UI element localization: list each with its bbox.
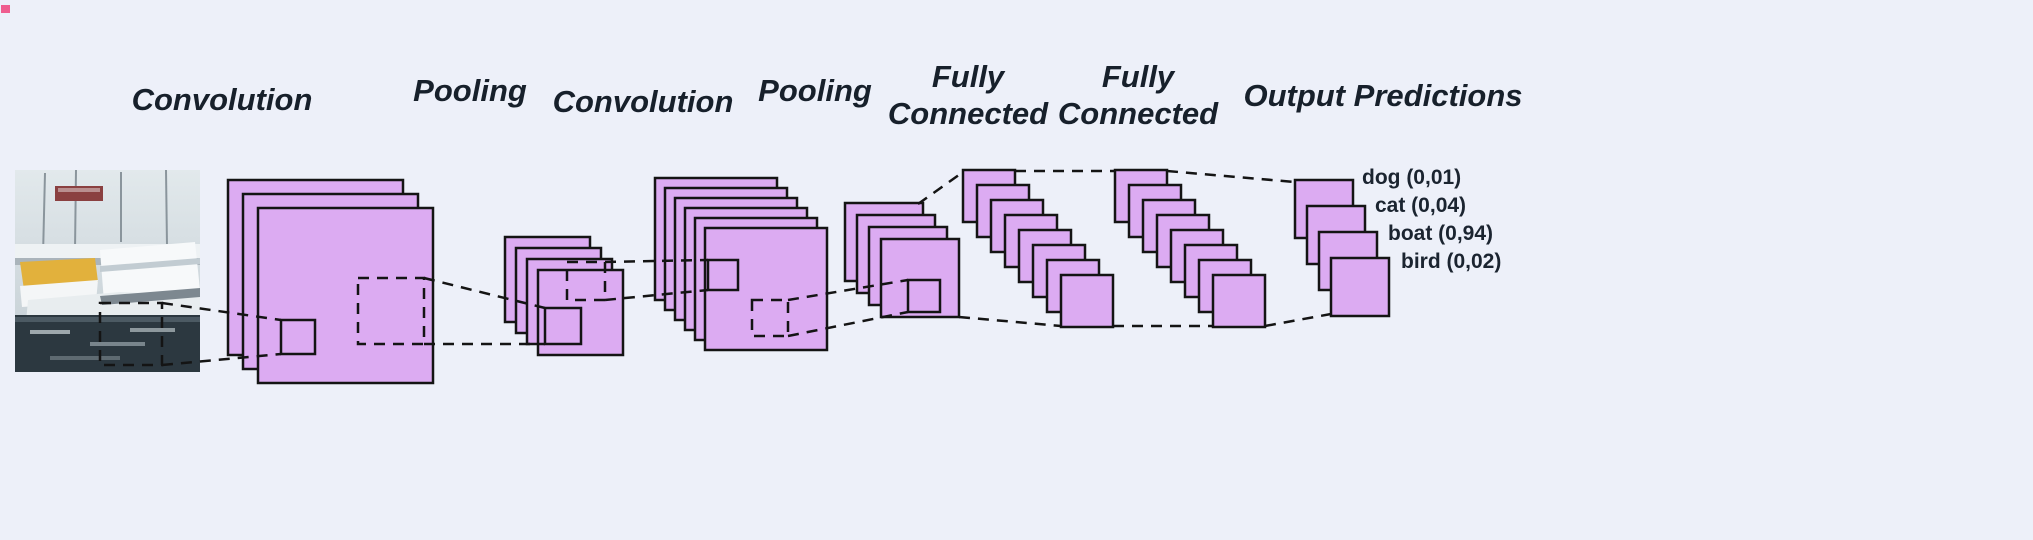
connection-line-pool2-fc1-bottom <box>958 315 1062 328</box>
photo-boat-trim <box>100 258 200 272</box>
stage-label-pooling-2: Pooling <box>758 73 872 108</box>
connection-line-conv2-pool2-bottom <box>787 310 909 338</box>
stage-label-fc1-line1: Fully <box>932 59 1006 94</box>
stage-label-fc2-line1: Fully <box>1102 59 1176 94</box>
photo-reflection <box>90 342 145 346</box>
output-node-bird <box>1329 256 1391 318</box>
input-image-photo <box>15 170 200 372</box>
kernel-window <box>279 318 317 356</box>
stage-label-fc1-line2: Connected <box>888 96 1049 131</box>
corner-artifact <box>1 5 10 13</box>
feature-map-layer <box>256 206 435 385</box>
prediction-label-dog: dog (0,01) <box>1362 166 1461 189</box>
feature-map-layer <box>879 237 961 319</box>
receptive-field-patch <box>356 276 426 346</box>
prediction-label-bird: bird (0,02) <box>1401 250 1501 273</box>
connection-line-conv1-pool1-top <box>423 276 546 310</box>
photo-mast <box>74 170 77 251</box>
stage-label-convolution-1: Convolution <box>132 82 313 117</box>
kernel-window <box>706 258 740 292</box>
connection-line-pool1-conv2-top <box>604 258 709 264</box>
stage-label-pooling-1: Pooling <box>413 73 527 108</box>
connection-line-pool1-conv2-bottom <box>604 288 709 302</box>
connection-lines <box>161 169 1332 367</box>
photo-waterline <box>15 317 200 322</box>
kernel-window <box>543 306 583 346</box>
connection-line-conv2-pool2-top <box>787 278 909 302</box>
fc1-stack <box>961 168 1115 329</box>
photo-awning-stripe <box>58 188 100 192</box>
photo-mast <box>42 172 46 257</box>
stage-label-fc2-line2: Connected <box>1058 96 1219 131</box>
stage-label-output-predictions: Output Predictions <box>1244 78 1523 113</box>
connection-line-fc2-output-bottom <box>1264 312 1332 328</box>
connection-line-fc2-output-top <box>1166 169 1296 184</box>
input-receptive-field-patch <box>98 301 164 367</box>
prediction-label-cat: cat (0,04) <box>1375 194 1466 217</box>
conv1-stack <box>226 178 435 385</box>
photo-reflection <box>30 330 70 334</box>
connection-line-input-conv1-top <box>161 301 282 322</box>
pool1-stack <box>503 235 625 357</box>
pool2-stack <box>843 201 961 319</box>
output-stack <box>1293 178 1391 318</box>
receptive-field-patch <box>565 260 607 302</box>
prediction-label-boat: boat (0,94) <box>1388 222 1493 245</box>
photo-hull-shadow <box>100 288 200 305</box>
fc-unit <box>1059 273 1115 329</box>
kernel-window <box>906 278 942 314</box>
conv2-stack <box>653 176 829 352</box>
photo-reflection <box>130 328 175 332</box>
photo-white-boat <box>100 242 200 302</box>
photo-reflection <box>50 356 120 360</box>
stage-label-convolution-2: Convolution <box>553 84 734 119</box>
fc2-stack <box>1113 168 1267 329</box>
connection-line-input-conv1-bottom <box>161 352 282 367</box>
fc-unit <box>1211 273 1267 329</box>
photo-mast <box>165 170 168 247</box>
connection-line-pool2-fc1-top <box>917 170 964 206</box>
